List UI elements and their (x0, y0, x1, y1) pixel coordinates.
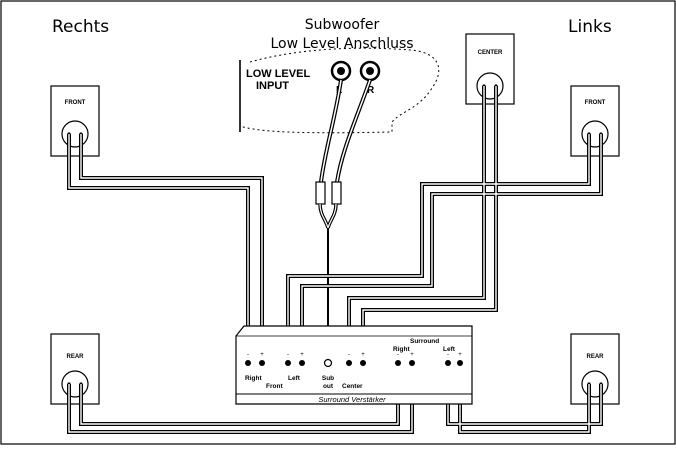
speaker-label: FRONT (65, 100, 86, 106)
speaker-rear-right: REAR (50, 333, 100, 405)
speaker-center: CENTER (465, 33, 515, 105)
polarity-plus: + (300, 352, 304, 358)
label-rechts: Rechts (52, 17, 109, 37)
speaker-label: CENTER (478, 50, 503, 56)
speaker-front-left: FRONT (570, 85, 620, 157)
jack-r-label: R (367, 85, 375, 96)
polarity-plus: + (458, 352, 462, 358)
label-surround-left: Left (443, 346, 456, 353)
label-front: Front (266, 383, 283, 390)
sub-out-jack (323, 358, 333, 368)
polarity-minus: - (348, 352, 350, 358)
label-sub: Sub (322, 375, 334, 382)
label-links: Links (568, 17, 612, 37)
polarity-minus: - (447, 352, 449, 358)
subwoofer-cable (315, 79, 372, 347)
label-surround: Surround (410, 338, 439, 345)
amp-name: Surround Verstärker (318, 395, 386, 404)
label-surround-right: Right (393, 346, 410, 353)
polarity-minus: - (397, 352, 399, 358)
speaker-label: FRONT (585, 100, 606, 106)
label-right: Right (245, 375, 262, 382)
label-out: out (323, 383, 334, 390)
label-left: Left (288, 375, 301, 382)
polarity-minus: - (247, 352, 249, 358)
polarity-plus: + (361, 352, 365, 358)
speaker-rear-left: REAR (570, 333, 620, 405)
polarity-minus: - (287, 352, 289, 358)
polarity-plus: + (260, 352, 264, 358)
polarity-plus: + (410, 352, 414, 358)
speaker-label: REAR (66, 354, 84, 360)
speaker-front-right: FRONT (50, 85, 100, 157)
label-center: Center (342, 383, 363, 390)
low-level-label: LOW LEVEL (246, 68, 310, 80)
subwoofer-title: Subwoofer (305, 17, 380, 33)
speaker-label: REAR (586, 354, 604, 360)
input-label: INPUT (256, 80, 289, 92)
surround-amplifier: Surround Verstärker - + - + - + - + - + … (235, 325, 473, 405)
subwoofer-subtitle: Low Level Anschluss (270, 36, 413, 52)
